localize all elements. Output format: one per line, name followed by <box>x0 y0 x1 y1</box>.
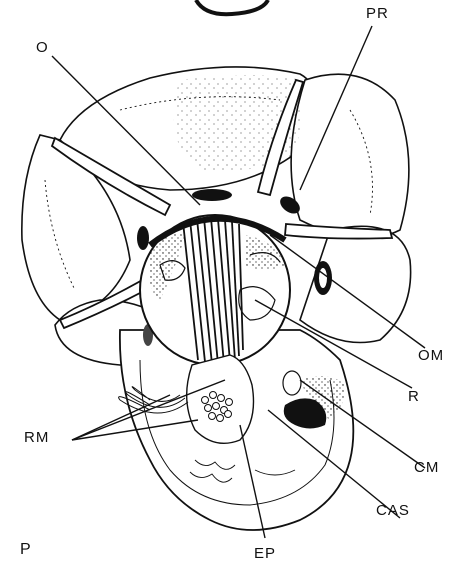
right-upper-lobe <box>291 74 409 238</box>
label-cas: CAS <box>376 503 410 518</box>
label-pr: PR <box>366 6 389 21</box>
label-om: OM <box>418 348 444 363</box>
label-ep: EP <box>254 546 276 561</box>
label-r: R <box>408 389 420 404</box>
top-ring-fragment <box>196 0 268 14</box>
label-cm: CM <box>414 460 439 475</box>
label-o: O <box>36 40 49 55</box>
oval-organ <box>283 371 301 395</box>
label-rm: RM <box>24 430 49 445</box>
label-p: P <box>20 542 32 558</box>
